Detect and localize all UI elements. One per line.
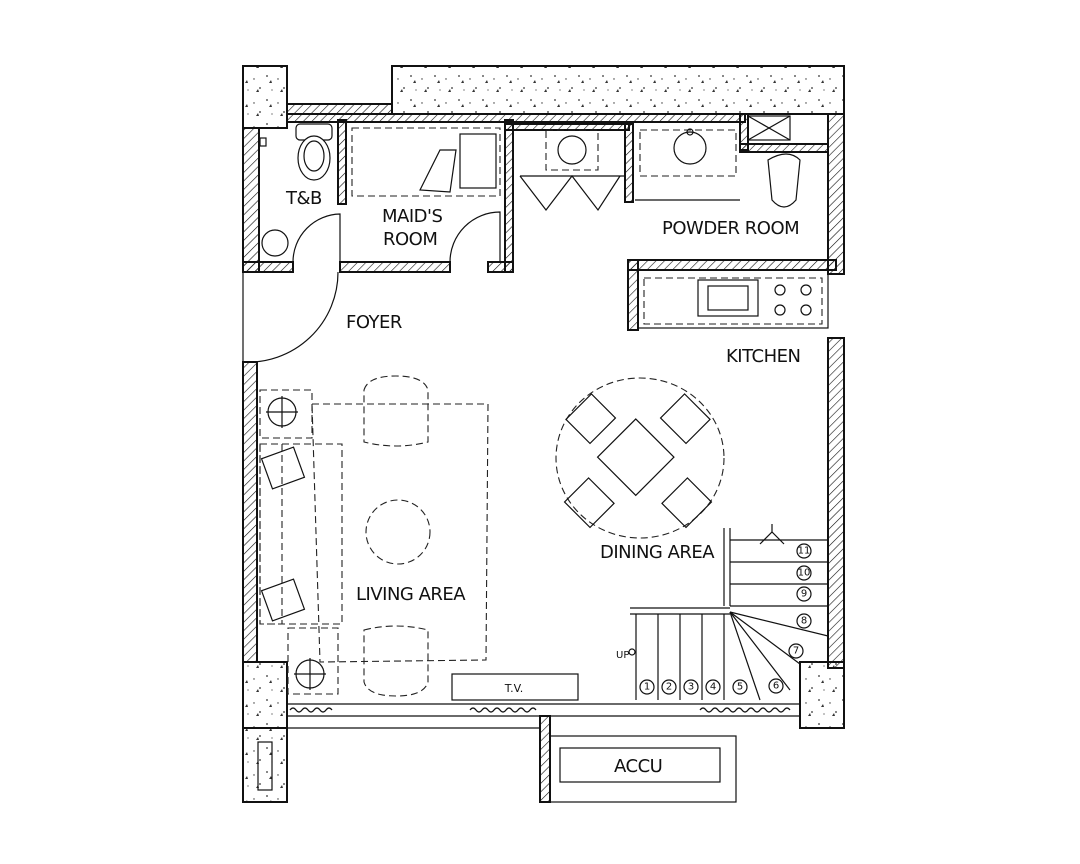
dining-furniture [555,377,725,539]
label-maids-room-1: MAID'S [382,206,442,227]
kitchen-counter [637,269,829,329]
stove [774,284,812,316]
laundry [545,129,599,171]
top-slab [391,65,845,115]
stairs-direction: UP [616,650,629,661]
side-table-bottom [287,627,339,695]
step-marker [796,565,812,581]
step-marker [732,679,748,695]
cushion-bottom [260,578,306,622]
label-maids-room-2: ROOM [383,229,437,250]
label-tb: T&B [285,188,322,209]
dining-rug [555,377,725,539]
sofa [259,443,343,625]
doors [242,175,740,363]
dining-table [596,418,675,497]
coffee-table [365,499,431,565]
step-marker [661,679,677,695]
powder-toilet [767,153,801,208]
label-living-area: LIVING AREA [356,584,466,605]
tv-console [451,673,579,701]
step-marker [788,643,804,659]
structure [242,65,845,803]
tb-door [292,213,341,263]
step-number: 9 [801,589,807,600]
label-accu: ACCU [614,756,662,777]
step-marker [796,543,812,559]
step-marker [705,679,721,695]
step-number: 8 [801,616,807,627]
powder-fixtures [639,115,801,208]
window-line [287,703,800,729]
step-number: 10 [798,568,811,579]
lavatory [673,131,707,165]
step-number: 5 [737,682,743,693]
armchair-top [363,375,429,447]
step-marker [796,586,812,602]
armchair-bottom [363,625,429,697]
column-slot [257,741,273,791]
floor-drain [261,229,289,257]
label-powder-room: POWDER ROOM [662,218,799,239]
step-number: 7 [793,646,799,657]
step-number: 1 [644,682,650,693]
step-number: 6 [773,681,779,692]
foyer-door [242,271,339,363]
step-number: 3 [688,682,694,693]
column-bottom-right [799,661,845,729]
room-labels: T&B MAID'S ROOM POWDER ROOM FOYER KITCHE… [285,188,801,777]
living-furniture [259,375,579,701]
side-table-top [259,389,313,439]
label-foyer: FOYER [346,312,402,333]
column-bottom-left-lower [242,727,288,803]
step-marker [683,679,699,695]
step-number: 11 [798,546,811,557]
label-tv: T.V. [504,682,524,695]
column-bottom-left [242,661,288,729]
closet-door [519,175,621,212]
step-number: 2 [666,682,672,693]
rug [311,403,489,663]
step-marker [768,678,784,694]
toilet [297,135,331,181]
label-kitchen: KITCHEN [726,346,801,367]
staircase: UP 1 2 3 4 5 6 7 8 9 10 11 [616,524,829,701]
column-top-left [242,65,288,129]
step-labels: 1 2 3 4 5 6 7 8 9 10 11 [639,543,812,695]
kitchen-sink [697,279,759,317]
step-marker [796,613,812,629]
maid-bed [351,127,501,197]
cushion-top [260,446,306,490]
walls [242,103,845,803]
step-number: 4 [710,682,716,693]
maid-door [449,211,501,263]
label-dining-area: DINING AREA [600,542,715,563]
step-marker [639,679,655,695]
tb-fixtures [259,123,333,257]
